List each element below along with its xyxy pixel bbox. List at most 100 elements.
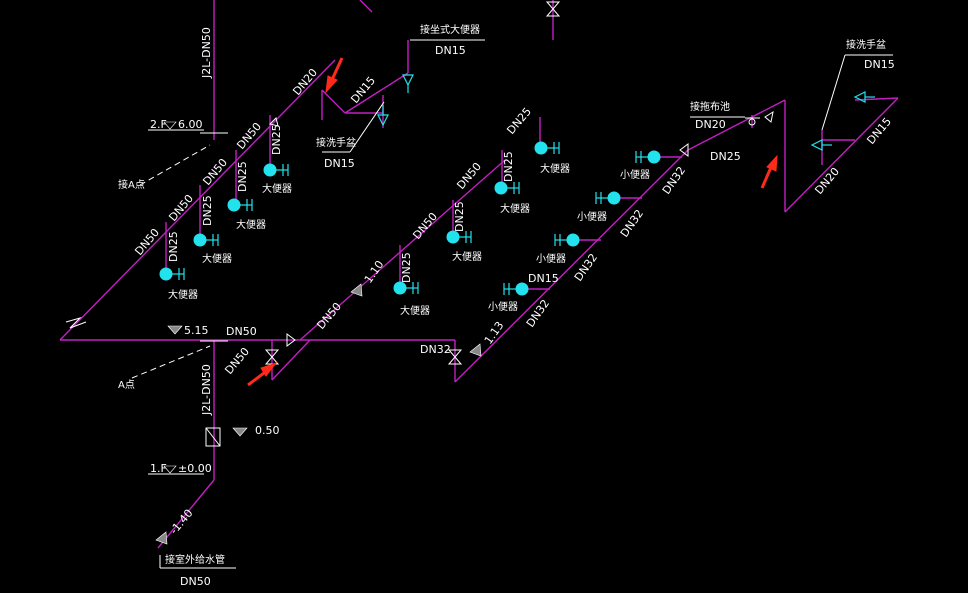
mop-sink-label: 接拖布池: [690, 100, 730, 113]
gate-valve-icon-b: [447, 349, 463, 365]
mop-sink-size: DN20: [695, 118, 726, 131]
red-arrow-icon-bottom: [247, 362, 278, 387]
far-right-top: [854, 97, 899, 101]
toilet-label-3: 大便器: [202, 252, 232, 265]
gate-valve-icon-a: [264, 349, 280, 365]
dn50-mid2: DN50: [410, 210, 440, 242]
fixture-symbols: [159, 74, 875, 296]
elev-515-label: 5.15: [184, 324, 209, 337]
toilet-symbol-5: [534, 141, 560, 155]
basin-right-size: DN15: [864, 58, 895, 71]
dn20-right: DN20: [812, 165, 842, 197]
labels: J2L-DN50 J2L-DN50 2.F 6.00 1.F ±0.00 接A点…: [118, 23, 895, 588]
elev-marker-050: [232, 427, 248, 437]
toilet-label-6: 大便器: [500, 202, 530, 215]
mop-sink-tap-icon: [748, 118, 756, 126]
pipe-network: [59, 0, 899, 549]
break-symbol-icon: [65, 316, 87, 329]
toilet-symbol-8: [393, 281, 419, 295]
toilet-symbol-2: [227, 198, 253, 212]
dn32-b: DN32: [572, 251, 600, 284]
fixture-branches: [165, 115, 682, 290]
tap-icon-right-a: [853, 91, 875, 103]
dn50-mid3: DN50: [454, 160, 484, 192]
outdoor-size-label: DN50: [180, 575, 211, 588]
toilet-seat-branch: [321, 89, 346, 114]
elev-marker-140: [155, 531, 168, 545]
level-2f-label: 2.F: [150, 118, 167, 131]
urinal-symbol-2: [595, 191, 621, 205]
point-a-leader: [131, 345, 211, 379]
valve-icons: [65, 1, 774, 447]
point-a-connect-label: 接A点: [118, 178, 145, 191]
mop-sink-branch: [687, 99, 786, 151]
elev-marker-113: [469, 343, 482, 357]
elev-050-label: 0.50: [255, 424, 280, 437]
elev-marker-000: [163, 465, 177, 474]
toilet-label-8: 大便器: [400, 304, 430, 317]
basin-size: DN15: [324, 157, 355, 170]
point-a-label: A点: [118, 379, 135, 391]
red-arrow-icon-top: [325, 57, 344, 94]
level-1f-value: ±0.00: [178, 462, 212, 475]
flow-arrow-icon-2: [679, 143, 689, 157]
toilet-label-4: 大便器: [168, 288, 198, 301]
dn25-d: DN25: [167, 231, 180, 262]
urinal-symbol-1: [635, 150, 661, 164]
level-1f-label: 1.F: [150, 462, 167, 475]
basin-label: 接洗手盆: [316, 136, 356, 149]
dn25-a: DN25: [270, 124, 283, 155]
toilet-seat-size: DN15: [435, 44, 466, 57]
elev-marker-600: [163, 121, 177, 130]
toilet-symbol-7: [446, 230, 472, 244]
flow-arrow-icon-3: [764, 110, 774, 123]
toilet-label-7: 大便器: [452, 250, 482, 263]
top-pipe-a: [359, 0, 373, 13]
elevation-markers: [155, 121, 482, 545]
riser-bottom-label: J2L-DN50: [200, 364, 213, 416]
connect-a-leader: [139, 144, 211, 186]
tap-icon-basin: [377, 105, 389, 127]
elev-neg140-label: -1.40: [167, 507, 195, 537]
tap-icon-right-b: [810, 139, 832, 151]
dn25-b: DN25: [236, 161, 249, 192]
urinal-label-2: 小便器: [577, 210, 607, 223]
flow-arrow-icon-4: [269, 117, 279, 127]
dn50-d: DN50: [132, 226, 162, 258]
dn15-urinal: DN15: [528, 272, 559, 285]
toilet-symbol-4: [159, 267, 185, 281]
toilet-seat-line: [344, 72, 409, 114]
tap-icon-top: [402, 74, 414, 93]
dn25-m1: DN25: [400, 252, 413, 283]
dn32-d: DN32: [660, 164, 688, 197]
leader-lines: [131, 39, 893, 569]
riser-top-label: J2L-DN50: [200, 27, 213, 79]
urinal-label-4: 小便器: [488, 300, 518, 313]
dn15-right: DN15: [864, 115, 894, 147]
dn50-main: DN50: [226, 325, 257, 338]
mid-diagonal: [299, 159, 506, 341]
flow-arrow-icon-1: [286, 333, 296, 347]
toilet-symbol-6: [494, 181, 520, 195]
dn32-a: DN32: [524, 297, 552, 330]
right-diagonal: [454, 149, 689, 383]
water-meter-icon: [205, 427, 221, 447]
dn25-m2: DN25: [453, 201, 466, 232]
dn32-c: DN32: [618, 207, 646, 240]
elev-110-label: 1.10: [362, 258, 387, 286]
main-diagonal-left: [59, 59, 336, 341]
urinal-symbol-4: [503, 282, 529, 296]
gate-valve-icon-top: [545, 1, 561, 17]
urinal-label-3: 小便器: [536, 252, 566, 265]
toilet-seat-label: 接坐式大便器: [420, 23, 480, 36]
dn25-m4: DN25: [504, 105, 534, 137]
outdoor-supply-label: 接室外给水管: [165, 553, 225, 566]
toilet-label-1: 大便器: [262, 182, 292, 195]
elev-marker-515: [167, 325, 183, 335]
valve-branch: [271, 339, 311, 381]
far-right-diagonal: [784, 97, 899, 213]
dn20-top: DN20: [290, 66, 320, 98]
urinal-symbol-3: [554, 233, 580, 247]
level-2f-value: 6.00: [178, 118, 203, 131]
